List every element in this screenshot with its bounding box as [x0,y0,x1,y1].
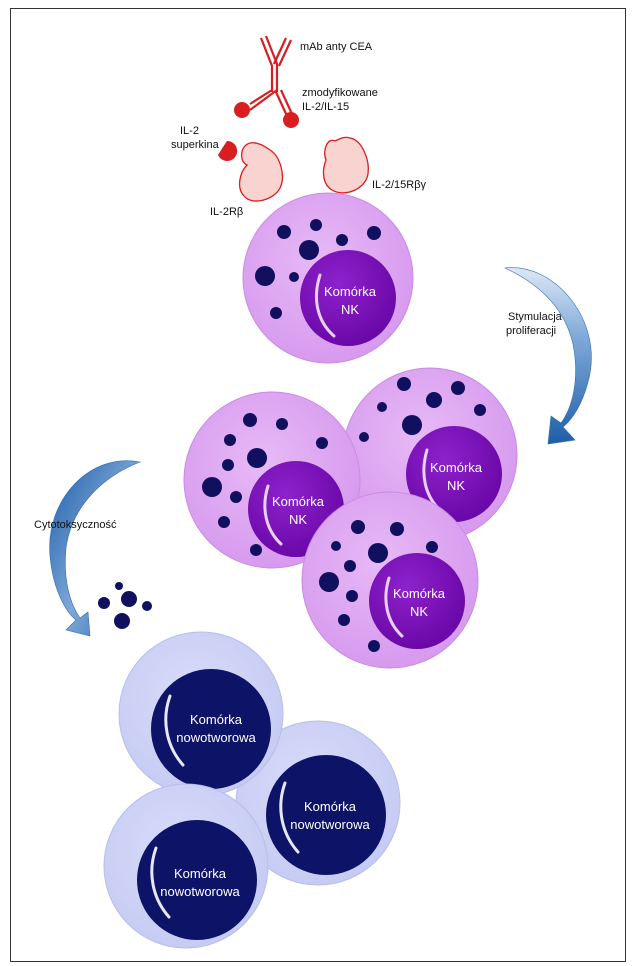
antibody-label: mAb anty CEA [300,41,373,53]
tumor-cell-top-label-line2: nowotworowa [176,730,256,745]
receptor-beta-gamma-icon [322,136,369,194]
cytotoxicity-arrow [49,460,142,637]
tumor-cell-top-label-line1: Komórka [190,712,243,727]
stimulation-arrow [503,267,592,445]
superkine-label-line1: IL-2 [180,125,199,137]
receptor-beta-label: IL-2Rβ [210,206,243,218]
nk-cell-right-label-line1: Komórka [430,460,483,475]
cytokine-dot-left [234,102,250,118]
modified-label-line1: zmodyfikowane [302,87,378,99]
nk-cell-bottom-label-line1: Komórka [393,586,446,601]
superkine-label-line2: superkina [171,139,220,151]
nk-cell-right-label-line2: NK [447,478,465,493]
nk-cell-label-line2: NK [341,302,359,317]
tumor-cell-right-label-line1: Komórka [304,799,357,814]
tumor-cell-bottom: Komórka nowotworowa [103,783,269,949]
nk-cell-left-label-line1: Komórka [272,494,325,509]
tumor-cell-bottom-label-line2: nowotworowa [160,884,240,899]
modified-label-line2: IL-2/IL-15 [302,101,349,113]
nk-cell-label-line1: Komórka [324,284,377,299]
tumor-cell-bottom-label-line1: Komórka [174,866,227,881]
released-granules [98,582,152,629]
tumor-cell-top: Komórka nowotworowa [118,631,284,797]
stimulation-label-line1: Stymulacja [508,311,563,323]
cytotoxicity-label: Cytotoksyczność [34,519,117,531]
nk-cell-top: Komórka NK [242,192,414,364]
nk-cell-bottom-label-line2: NK [410,604,428,619]
superkine-icon [218,140,238,161]
stimulation-label-line2: proliferacji [506,325,556,337]
receptor-beta-gamma-label: IL-2/15Rβγ [372,179,427,191]
antibody-icon [249,35,293,117]
cytokine-dot-right [283,112,299,128]
nk-cell-left: Komórka NK [183,391,361,569]
nk-cell-bottom: Komórka NK [301,491,479,669]
tumor-cell-right-label-line2: nowotworowa [290,817,370,832]
nk-cell-left-label-line2: NK [289,512,307,527]
receptor-beta-icon [238,142,284,202]
